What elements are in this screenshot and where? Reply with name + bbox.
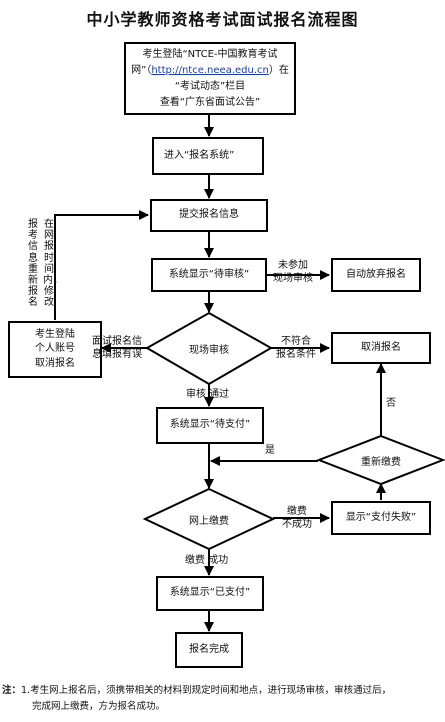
login-notice-line3: “考试动态”栏目 [174,80,246,92]
footnote: 注：1.考生网上报名后，须携带相关的材料到规定时间和地点，进行现场审核，审核通过… [2,683,442,714]
label-no-attend-line2: 现场审核 [273,273,313,284]
footnote-line1: 注：1.考生网上报名后，须携带相关的材料到规定时间和地点，进行现场审核，审核通过… [2,683,442,699]
label-pay-fail: 缴费 不成功 [282,505,312,531]
decision-onsite-review-shape [144,311,274,386]
node-login-notice: 考生登陆“NTCE-中国教育考试 网”（http://ntce.neea.edu… [124,42,296,115]
label-pay-fail-line1: 缴费 [287,506,307,517]
node-user-cancel: 考生登陆 个人账号 取消报名 [8,321,102,378]
label-yes: 是 [265,445,275,456]
node-repay: 重新缴费 [361,457,401,468]
decision-online-payment-shape [142,487,276,551]
loop-usercancel-to-submit [54,210,149,320]
label-info-error: 面试报名信 息填报有误 [92,335,142,361]
login-notice-line2-pre: 网”（ [131,64,152,76]
node-online-payment: 网上缴费 [189,516,229,527]
page-title: 中小学教师资格考试面试报名流程图 [86,10,359,29]
label-no-attend: 未参加 现场审核 [273,259,313,285]
login-notice-line2-post: ）在 [268,64,289,76]
label-review-pass: 审核 通过 [186,389,230,400]
footnote-text1: 1.考生网上报名后，须携带相关的材料到规定时间和地点，进行现场审核，审核通过后， [21,685,392,696]
label-info-error-line2: 息填报有误 [92,349,142,360]
node-enter-system: 进入“报名系统” [152,137,264,175]
label-not-meet-line1: 不符合 [281,336,311,347]
label-no-attend-line1: 未参加 [278,260,308,271]
node-submit-info: 提交报名信息 [150,199,268,232]
login-notice-line4: 查看“广东省面试公告” [159,96,261,108]
node-pending-payment: 系统显示“待支付” [156,407,264,444]
node-paid: 系统显示“已支付” [156,576,264,611]
label-not-meet-line2: 报名条件 [276,349,316,360]
label-pay-fail-line2: 不成功 [282,519,312,530]
label-pay-success: 缴费 成功 [185,555,229,566]
node-payment-failed: 显示“支付失败” [331,501,431,535]
decision-repay-shape [316,434,445,486]
node-done: 报名完成 [175,632,243,668]
user-cancel-line1: 考生登陆 [35,328,75,340]
label-no: 否 [386,398,396,409]
user-cancel-line2: 个人账号 [35,343,75,355]
node-onsite-review: 现场审核 [189,345,229,356]
footnote-head: 注： [2,685,22,696]
label-vertical-left: 报考信息重新报名 [28,219,38,309]
node-auto-abandon: 自动放弃报名 [331,258,421,292]
login-notice-line1: 考生登陆“NTCE-中国教育考试 [142,48,278,60]
node-cancel-signup: 取消报名 [331,332,431,364]
node-pending-review: 系统显示“待审核” [151,258,267,292]
label-not-meet: 不符合 报名条件 [276,335,316,361]
label-info-error-line1: 面试报名信 [92,336,142,347]
user-cancel-line3: 取消报名 [35,357,75,369]
ntce-link[interactable]: http://ntce.neea.edu.cn [151,64,269,76]
login-notice-line2: 网”（http://ntce.neea.edu.cn）在 [131,63,289,79]
label-vertical-right: 在网报时间内，修改 [43,219,63,309]
footnote-line2: 完成网上缴费，方为报名成功。 [32,700,166,712]
